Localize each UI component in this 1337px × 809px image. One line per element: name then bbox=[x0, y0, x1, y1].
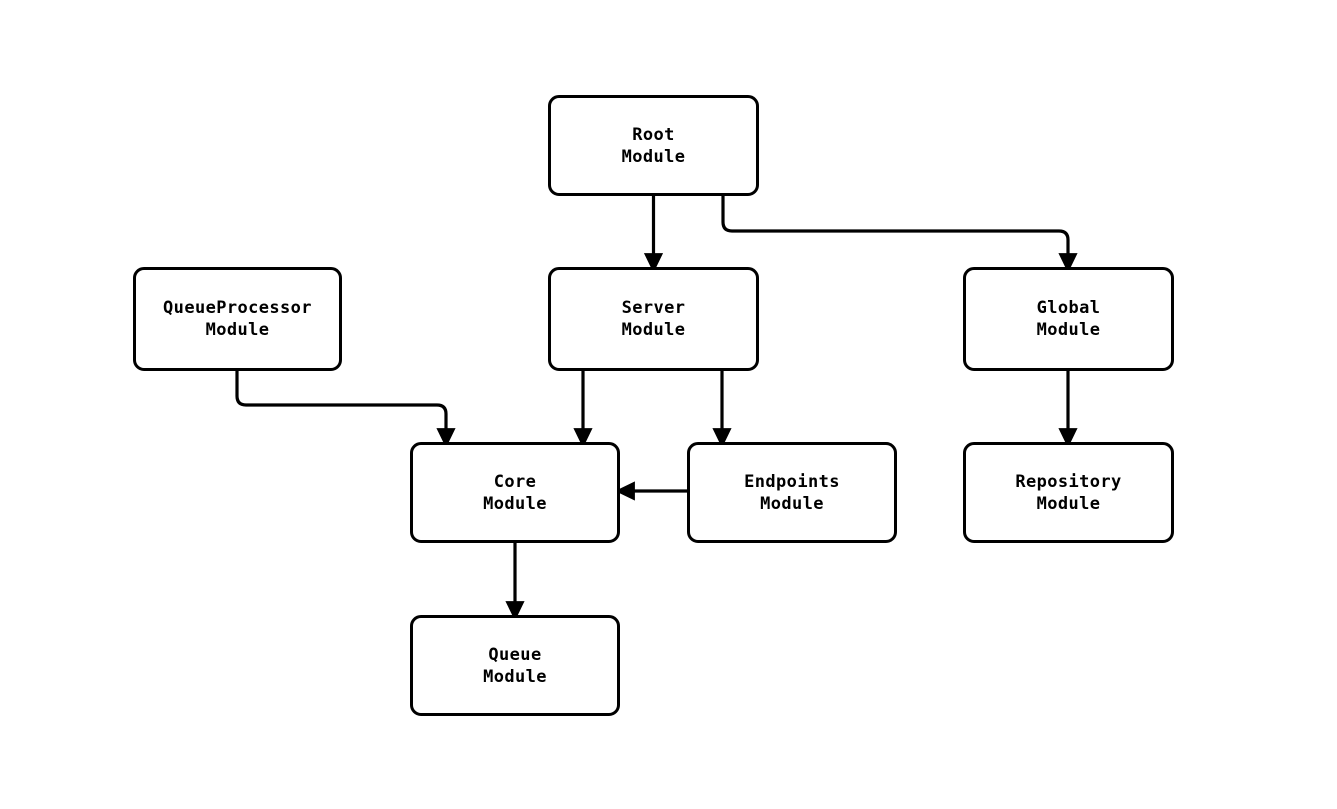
node-queue-module-line2: Module bbox=[483, 666, 547, 687]
node-queueprocessor-module[interactable]: QueueProcessor Module bbox=[133, 267, 342, 371]
node-repository-module-line1: Repository bbox=[1015, 471, 1122, 492]
node-queue-module-line1: Queue bbox=[488, 644, 542, 665]
node-global-module-line1: Global bbox=[1036, 298, 1101, 318]
node-root-module-line2: Module bbox=[621, 146, 686, 167]
node-server-module-line2: Module bbox=[621, 320, 686, 340]
node-repository-module[interactable]: Repository Module bbox=[963, 442, 1174, 543]
node-server-module[interactable]: Server Module bbox=[548, 267, 759, 371]
node-core-module[interactable]: Core Module bbox=[410, 442, 620, 543]
node-endpoints-module[interactable]: Endpoints Module bbox=[687, 442, 897, 543]
node-endpoints-module-line2: Module bbox=[760, 493, 824, 514]
node-core-module-line2: Module bbox=[483, 493, 547, 514]
node-global-module[interactable]: Global Module bbox=[963, 267, 1174, 371]
edge-root-global bbox=[721, 196, 1078, 273]
node-core-module-line1: Core bbox=[493, 471, 537, 492]
node-endpoints-module-line1: Endpoints bbox=[744, 471, 840, 492]
node-queueprocessor-module-line1: QueueProcessor bbox=[163, 298, 312, 318]
edge-queueprocessor-core bbox=[235, 371, 456, 448]
node-queueprocessor-module-line2: Module bbox=[205, 320, 270, 340]
node-repository-module-line2: Module bbox=[1036, 493, 1101, 514]
node-global-module-line2: Module bbox=[1036, 320, 1101, 340]
node-root-module-line1: Root bbox=[632, 124, 675, 145]
node-server-module-line1: Server bbox=[621, 298, 686, 318]
node-queue-module[interactable]: Queue Module bbox=[410, 615, 620, 716]
node-root-module[interactable]: Root Module bbox=[548, 95, 759, 196]
